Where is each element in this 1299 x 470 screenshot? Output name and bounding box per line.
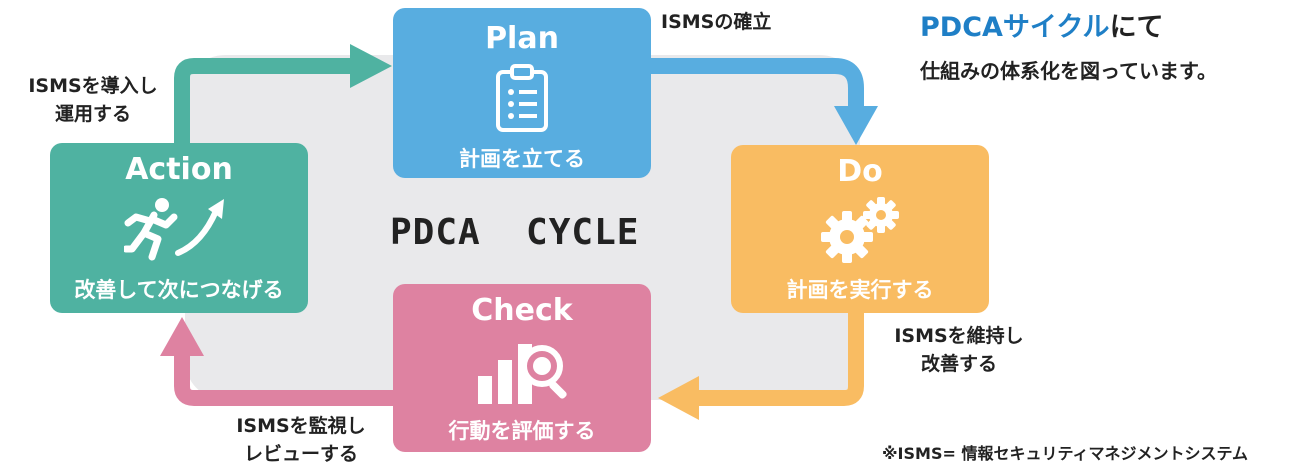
arrow-do-to-check [696, 313, 864, 406]
clipboard-icon [393, 64, 651, 134]
action-box: Action 改善して次につなげる [50, 143, 308, 313]
caption-do-to-check-line1: ISMSを維持し [894, 325, 1024, 347]
arrow-action-to-plan [174, 58, 352, 146]
arrow-check-to-action [174, 354, 398, 406]
arrowhead-check-to-action [160, 317, 204, 356]
caption-plan-to-do: ISMSの確立 [661, 11, 772, 33]
caption-action-to-plan-line1: ISMSを導入し [28, 75, 158, 97]
arrowhead-action-to-plan [350, 44, 392, 88]
arrowhead-do-to-check [658, 376, 699, 420]
plan-subtitle: 計画を立てる [459, 147, 585, 171]
plan-title: Plan [485, 21, 559, 56]
running-person-icon [50, 193, 308, 265]
do-subtitle: 計画を実行する [786, 278, 934, 302]
arrowhead-plan-to-do [834, 106, 878, 145]
caption-do-to-check: ISMSを維持し 改善する [874, 322, 1044, 378]
arrow-plan-to-do [650, 58, 864, 108]
heading-highlight: PDCAサイクル [920, 12, 1110, 43]
do-box: Do 計画を実行する [731, 145, 989, 313]
plan-box: Plan 計画を立てる [393, 8, 651, 178]
do-title: Do [837, 154, 883, 189]
check-subtitle: 行動を評価する [448, 419, 596, 443]
check-title: Check [471, 293, 573, 328]
heading: PDCAサイクルにて 仕組みの体系化を図っています。 [920, 10, 1217, 86]
heading-line1: PDCAサイクルにて [920, 10, 1217, 46]
caption-action-to-plan-line2: 運用する [54, 103, 131, 125]
center-label: PDCA CYCLE [390, 212, 640, 253]
bar-chart-magnifier-icon [393, 336, 651, 406]
action-subtitle: 改善して次につなげる [74, 278, 284, 302]
gears-icon [731, 195, 989, 265]
check-box: Check 行動を評価する [393, 284, 651, 452]
heading-rest: にて [1109, 12, 1164, 43]
caption-check-to-action: ISMSを監視し レビューする [216, 412, 386, 468]
action-title: Action [125, 152, 233, 187]
center-background [185, 55, 860, 400]
caption-action-to-plan: ISMSを導入し 運用する [8, 72, 178, 128]
footnote: ※ISMS= 情報セキュリティマネジメントシステム [882, 444, 1249, 463]
caption-do-to-check-line2: 改善する [920, 353, 997, 375]
caption-check-to-action-line2: レビューする [243, 443, 358, 465]
heading-line2: 仕組みの体系化を図っています。 [920, 59, 1217, 83]
caption-check-to-action-line1: ISMSを監視し [236, 415, 366, 437]
